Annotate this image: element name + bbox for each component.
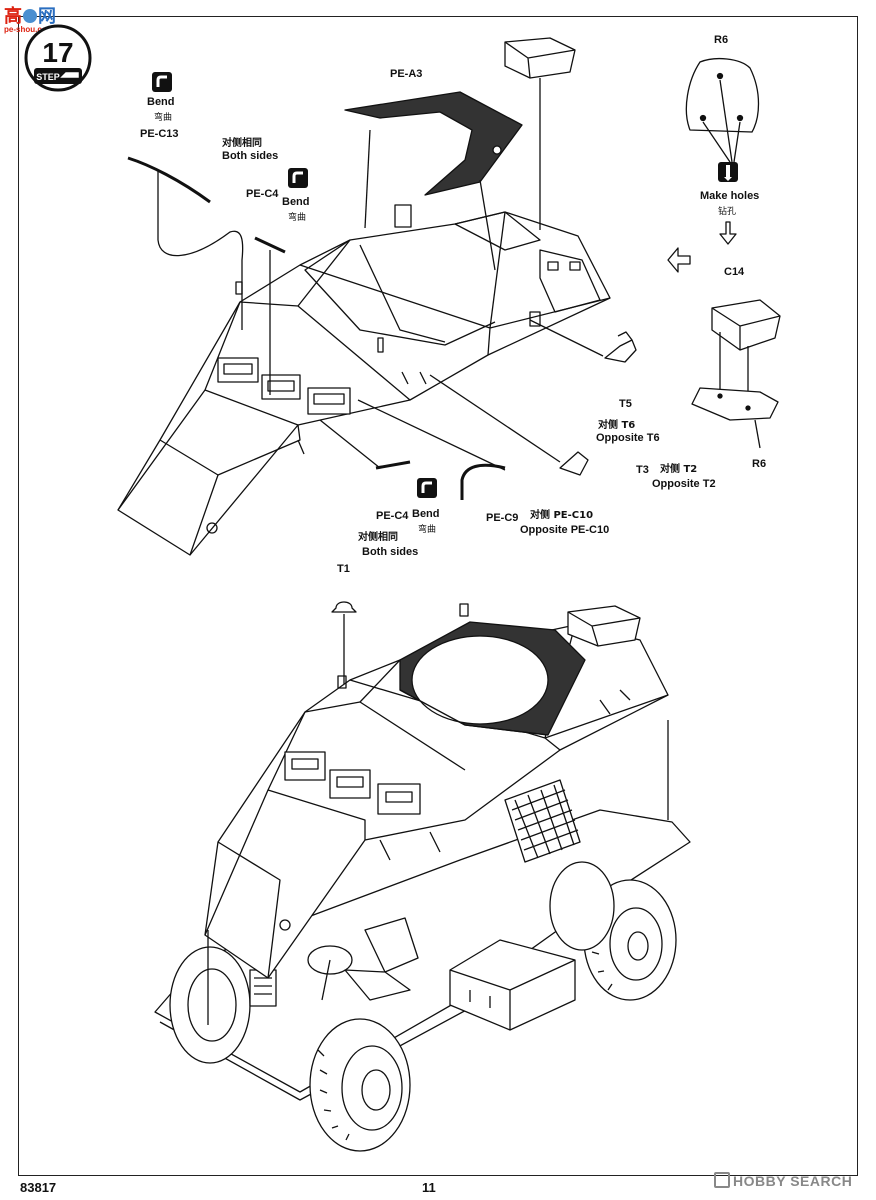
tank-icon [60, 72, 79, 78]
label-pe-c13: PE-C13 [140, 128, 179, 140]
pe-c4-bottom-strip-part [375, 460, 411, 470]
watermark-logo-icon [23, 9, 37, 23]
label-both-sides: Both sides [222, 150, 279, 162]
rear-left-wheel [549, 861, 615, 951]
label-pe-c9: PE-C9 [486, 512, 519, 524]
r6-bottom-part [691, 387, 779, 421]
storage-box-part [504, 37, 576, 79]
label-bend-cn: 弯曲 [288, 213, 307, 223]
product-code: 83817 [20, 1180, 57, 1195]
label-r6-top: R6 [714, 34, 729, 46]
pe-c4-top-strip-part [254, 236, 286, 254]
page-frame [18, 16, 858, 1176]
label-both-sides: Both sides [362, 546, 419, 558]
watermark-url: pe-shou.com [4, 25, 54, 34]
label-bend-cn: 弯曲 [154, 113, 173, 123]
label-bend: Bend [282, 196, 310, 208]
label-t3: T3 [636, 464, 649, 476]
label-pe-a3: PE-A3 [390, 68, 423, 80]
label-opposite-t6-cn: 对侧 T6 [598, 420, 636, 431]
label-opposite-pe-c10-cn: 对侧 PE-C10 [530, 510, 594, 521]
label-bend: Bend [147, 96, 175, 108]
turret-opening [411, 635, 549, 725]
hobby-search-logo-icon [714, 1172, 730, 1188]
label-make-holes: Make holes [700, 190, 760, 202]
step-number: 17 [42, 37, 73, 68]
label-r6-bottom: R6 [752, 458, 767, 470]
label-opposite-pe-c10: Opposite PE-C10 [520, 524, 610, 536]
watermark-text: 网 [38, 6, 56, 26]
site-watermark: 高网 pe-shou.com [4, 2, 56, 34]
front-left-wheel [169, 946, 251, 1064]
label-make-holes-cn: 钻孔 [718, 207, 737, 217]
hobby-search-text: HOBBY SEARCH [733, 1173, 853, 1189]
label-both-sides-cn: 对侧相同 [358, 532, 398, 543]
front-right-wheel [309, 1018, 411, 1152]
pe-a3-mesh-part [344, 91, 523, 196]
label-opposite-t2-cn: 对侧 T2 [660, 464, 698, 475]
label-opposite-t6: Opposite T6 [596, 432, 660, 444]
t3-part [559, 451, 589, 476]
label-bend: Bend [412, 508, 440, 520]
label-c14: C14 [724, 266, 745, 278]
bend-icon [288, 168, 308, 188]
label-opposite-t2: Opposite T2 [652, 478, 716, 490]
bend-icon [152, 72, 172, 92]
label-pe-c4-bottom: PE-C4 [376, 510, 409, 522]
bend-icon [417, 478, 437, 498]
t5-part [604, 331, 637, 363]
assembled-vehicle [154, 603, 691, 1152]
label-t1: T1 [337, 563, 350, 575]
page-number: 11 [422, 1180, 436, 1195]
t1-part [331, 601, 357, 613]
pe-c13-strip-part [127, 156, 211, 204]
upper-hull-exploded [117, 204, 611, 556]
label-bend-cn: 弯曲 [418, 525, 437, 535]
label-t5: T5 [619, 398, 632, 410]
watermark-cn: 高 [4, 6, 22, 26]
step-label: STEP [36, 72, 60, 82]
drill-icon [718, 162, 738, 182]
hobby-search-watermark: HOBBY SEARCH [714, 1172, 852, 1189]
label-both-sides-cn: 对侧相同 [222, 138, 262, 149]
pe-c9-bent-part [460, 463, 506, 500]
label-pe-c4-top: PE-C4 [246, 188, 279, 200]
step-badge: 17 STEP [24, 24, 92, 92]
